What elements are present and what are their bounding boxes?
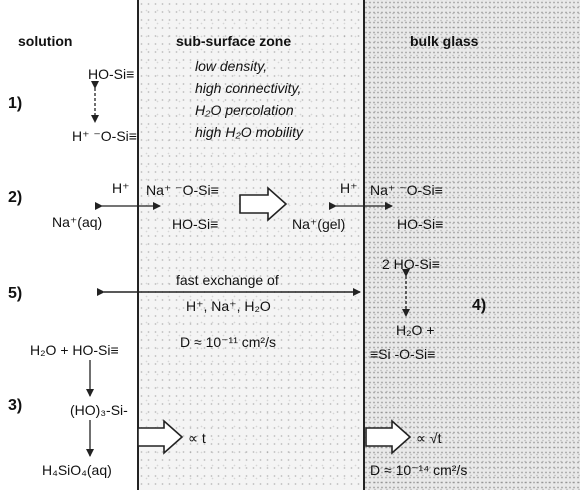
step1-ho-si: HO-Si≡ <box>88 66 135 82</box>
header-bulk: bulk glass <box>410 33 479 49</box>
step1-h-o-si: H⁺ ⁻O-Si≡ <box>72 128 137 144</box>
step4-2-ho-si: 2 HO-Si≡ <box>382 256 440 272</box>
step2-na-gel: Na⁺(gel) <box>292 216 346 232</box>
header-subsurface: sub-surface zone <box>176 33 292 49</box>
step4-h2o-plus: H₂O + <box>396 322 435 338</box>
step2-h-left: H⁺ <box>112 180 130 196</box>
step3-h4sio4: H₄SiO₄(aq) <box>42 462 112 478</box>
step5-species: H⁺, Na⁺, H₂O <box>186 298 271 314</box>
step5-diffusion: D ≈ 10⁻¹¹ cm²/s <box>180 334 276 350</box>
bulk-glass-zone <box>364 0 580 490</box>
step2-ho-si-right: HO-Si≡ <box>397 216 444 232</box>
solution-subsurface-boundary <box>137 0 139 490</box>
step3-hollow-arrow-right <box>365 419 412 455</box>
subsurface-prop-1: low density, <box>195 58 268 74</box>
step2-hollow-arrow <box>239 186 288 222</box>
step3-rate-linear: ∝ t <box>188 430 206 446</box>
step3-diffusion-bulk: D ≈ 10⁻¹⁴ cm²/s <box>370 462 468 478</box>
step-1-label: 1) <box>8 95 23 112</box>
step-2-label: 2) <box>8 189 23 206</box>
step4-si-o-si: ≡Si -O-Si≡ <box>370 346 436 362</box>
step2-h-right: H⁺ <box>340 180 358 196</box>
step5-fast-exchange: fast exchange of <box>176 272 279 288</box>
step2-na-o-si-right: Na⁺ ⁻O-Si≡ <box>370 182 443 198</box>
subsurface-prop-4: high H₂O mobility <box>195 124 304 140</box>
header-solution: solution <box>18 33 73 49</box>
subsurface-prop-2: high connectivity, <box>195 80 302 96</box>
step3-ho3-si: (HO)₃-Si- <box>70 402 128 418</box>
subsurface-bulk-boundary <box>363 0 365 490</box>
step2-na-aq: Na⁺(aq) <box>52 214 103 230</box>
step2-ho-si-left: HO-Si≡ <box>172 216 219 232</box>
solution-zone <box>0 0 138 490</box>
step3-rate-sqrt: ∝ √t <box>416 430 442 446</box>
subsurface-zone <box>138 0 364 490</box>
step-4-label: 4) <box>472 297 487 314</box>
step2-na-o-si-left: Na⁺ ⁻O-Si≡ <box>146 182 219 198</box>
step-5-label: 5) <box>8 285 23 302</box>
step-3-label: 3) <box>8 397 23 414</box>
step3-h2o-ho-si: H₂O + HO-Si≡ <box>30 342 119 358</box>
subsurface-prop-3: H₂O percolation <box>195 102 294 118</box>
step3-hollow-arrow-left <box>137 419 184 455</box>
